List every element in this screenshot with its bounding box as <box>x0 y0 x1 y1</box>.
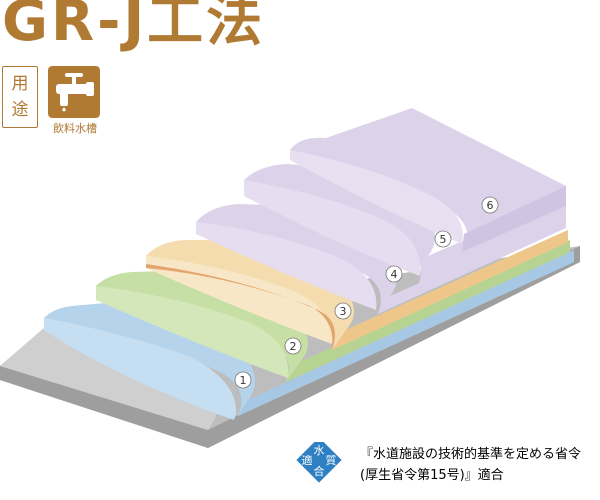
mark-char-bottom: 合 <box>314 464 325 478</box>
mark-char-right: 質 <box>326 453 337 467</box>
svg-text:3: 3 <box>340 305 347 318</box>
svg-text:6: 6 <box>487 199 494 212</box>
svg-text:5: 5 <box>440 233 447 246</box>
svg-text:1: 1 <box>240 374 247 387</box>
badge-label: 飲料水槽 <box>53 122 97 135</box>
mark-char-top: 水 <box>314 444 325 457</box>
coating-layer-5 <box>244 164 566 286</box>
water-quality-mark: 水 適 質 合 <box>289 437 349 496</box>
certification-line-1: 『水道施設の技術的基準を定める省令 <box>360 447 582 462</box>
water-faucet-icon <box>48 66 100 118</box>
coating-layer-1 <box>44 250 574 420</box>
svg-text:2: 2 <box>290 340 297 353</box>
coating-layer-3 <box>146 230 568 350</box>
layer-number-6: 6 <box>481 196 499 214</box>
certification-line-2: (厚生省令第15号)』適合 <box>360 468 504 483</box>
mark-char-left: 適 <box>302 453 313 467</box>
page-title: GR-J工法 <box>2 0 266 54</box>
usage-label-box: 用 途 <box>2 66 38 128</box>
layer-number-3: 3 <box>334 302 352 320</box>
layer-number-5: 5 <box>434 230 452 248</box>
coating-layer-6 <box>290 108 566 252</box>
layer-number-2: 2 <box>284 337 302 355</box>
layer-number-4: 4 <box>385 265 403 283</box>
usage-char-1: 用 <box>11 74 29 94</box>
svg-text:4: 4 <box>391 268 398 281</box>
layer-number-1: 1 <box>234 371 252 389</box>
usage-char-2: 途 <box>11 100 29 120</box>
